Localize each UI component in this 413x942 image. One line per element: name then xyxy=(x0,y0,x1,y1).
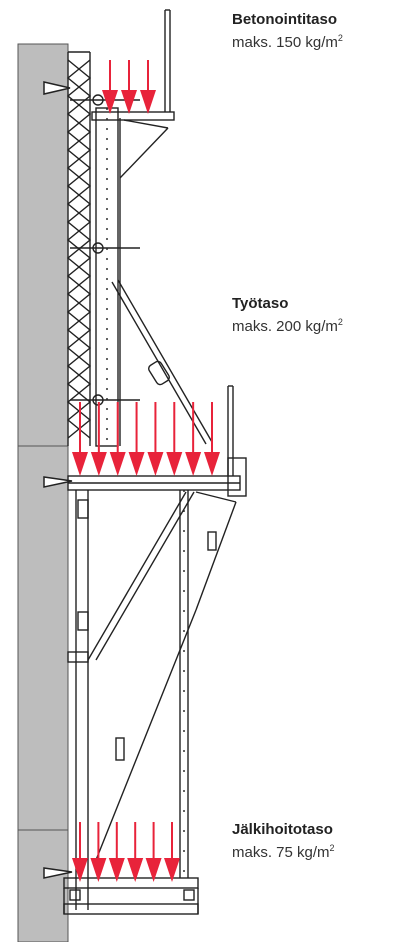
load-arrow xyxy=(72,822,88,882)
load-arrow xyxy=(109,402,126,476)
load-arrows xyxy=(72,60,220,882)
concreting-platform-label: Betonointitaso maks. 150 kg/m2 xyxy=(232,10,343,52)
load-arrow xyxy=(204,402,220,476)
load-arrow xyxy=(72,402,88,476)
upper-columns xyxy=(95,9,171,447)
platform-load: maks. 75 kg/m2 xyxy=(232,843,335,861)
load-arrow xyxy=(90,822,107,882)
formwork-brace xyxy=(111,279,213,445)
load-arrow xyxy=(185,402,202,476)
load-arrow xyxy=(121,60,137,114)
concreting-platform xyxy=(70,94,175,406)
aftercare-platform-label: Jälkihoitotaso maks. 75 kg/m2 xyxy=(232,820,335,862)
platform-title: Betonointitaso xyxy=(232,11,337,28)
aftercare-platform xyxy=(63,877,199,915)
load-arrow xyxy=(147,402,164,476)
wall-anchors xyxy=(43,81,73,879)
load-arrow xyxy=(128,402,145,476)
working-platform xyxy=(67,385,247,497)
working-platform-label: Työtaso maks. 200 kg/m2 xyxy=(232,294,343,336)
formwork-truss xyxy=(66,51,92,446)
hanging-frame xyxy=(67,490,237,910)
platform-load: maks. 200 kg/m2 xyxy=(232,317,343,335)
load-arrow xyxy=(90,402,107,476)
load-arrow xyxy=(166,402,183,476)
platform-title: Työtaso xyxy=(232,295,289,312)
load-arrow xyxy=(127,822,144,882)
platform-title: Jälkihoitotaso xyxy=(232,821,333,838)
load-arrow xyxy=(102,60,118,114)
concrete-wall xyxy=(17,43,69,942)
load-arrow xyxy=(145,822,162,882)
load-arrow xyxy=(108,822,125,882)
load-arrow xyxy=(140,60,156,114)
load-arrow xyxy=(164,822,180,882)
platform-load: maks. 150 kg/m2 xyxy=(232,33,343,51)
